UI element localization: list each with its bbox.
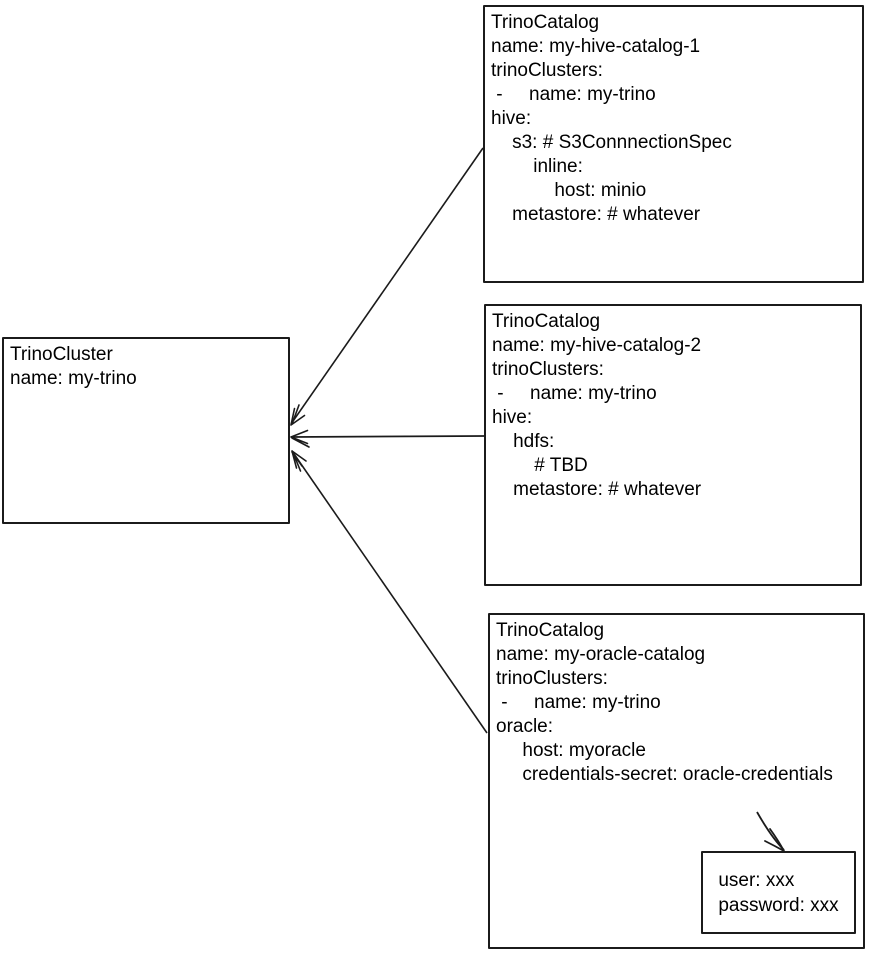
arrowhead-icon-catalog-2 bbox=[290, 429, 310, 448]
trino-cluster-box: TrinoCluster name: my-trino bbox=[2, 337, 290, 524]
yaml-line: - name: my-trino bbox=[491, 84, 656, 105]
yaml-line: s3: # S3ConnnectionSpec bbox=[491, 132, 732, 153]
trino-catalog-box-hive-2: TrinoCatalog name: my-hive-catalog-2 trino… bbox=[484, 304, 862, 586]
yaml-line: credentials-secret: oracle-credentials bbox=[496, 764, 833, 785]
trino-cluster-text: TrinoCluster name: my-trino bbox=[4, 339, 288, 391]
arrowhead-icon-catalog-1 bbox=[290, 404, 306, 426]
yaml-line: oracle: bbox=[496, 716, 554, 737]
connector-line-catalog-2 bbox=[290, 435, 486, 438]
yaml-line: # TBD bbox=[492, 455, 588, 476]
yaml-line: trinoClusters: bbox=[492, 359, 604, 380]
arrowhead-icon-catalog-3 bbox=[291, 450, 307, 472]
yaml-line: TrinoCatalog bbox=[491, 12, 600, 33]
trino-catalog-hive-1-text: TrinoCatalog name: my-hive-catalog-1 trino… bbox=[485, 7, 862, 227]
yaml-line: user: xxx bbox=[718, 869, 795, 891]
yaml-line: hive: bbox=[492, 407, 533, 428]
trino-catalog-oracle-text: TrinoCatalog name: my-oracle-catalog trino… bbox=[490, 615, 863, 787]
oracle-secret-text: user: xxx password: xxx bbox=[718, 868, 838, 918]
trino-catalog-box-oracle: TrinoCatalog name: my-oracle-catalog trino… bbox=[488, 613, 865, 949]
oracle-credentials-secret-box: user: xxx password: xxx bbox=[701, 851, 856, 934]
yaml-line: name: my-oracle-catalog bbox=[496, 644, 706, 665]
connector-line-catalog-3 bbox=[291, 450, 488, 734]
yaml-line: trinoClusters: bbox=[496, 668, 608, 689]
yaml-line: - name: my-trino bbox=[496, 692, 661, 713]
yaml-line: inline: bbox=[491, 156, 583, 177]
yaml-line: hdfs: bbox=[492, 431, 555, 452]
yaml-line: password: xxx bbox=[718, 894, 839, 916]
yaml-line: TrinoCatalog bbox=[492, 311, 601, 332]
connector-line-catalog-1 bbox=[290, 147, 484, 425]
trino-catalog-box-hive-1: TrinoCatalog name: my-hive-catalog-1 trino… bbox=[483, 5, 864, 283]
yaml-line: hive: bbox=[491, 108, 532, 129]
yaml-line: name: my-hive-catalog-2 bbox=[492, 335, 702, 356]
yaml-line: name: my-trino bbox=[10, 368, 137, 389]
yaml-line: TrinoCluster bbox=[10, 344, 113, 365]
trino-catalog-hive-2-text: TrinoCatalog name: my-hive-catalog-2 trino… bbox=[486, 306, 860, 502]
yaml-line: metastore: # whatever bbox=[491, 204, 701, 225]
yaml-line: - name: my-trino bbox=[492, 383, 657, 404]
yaml-line: name: my-hive-catalog-1 bbox=[491, 36, 701, 57]
yaml-line: TrinoCatalog bbox=[496, 620, 605, 641]
yaml-line: host: myoracle bbox=[496, 740, 646, 761]
yaml-line: trinoClusters: bbox=[491, 60, 603, 81]
yaml-line: metastore: # whatever bbox=[492, 479, 702, 500]
yaml-line: host: minio bbox=[491, 180, 647, 201]
